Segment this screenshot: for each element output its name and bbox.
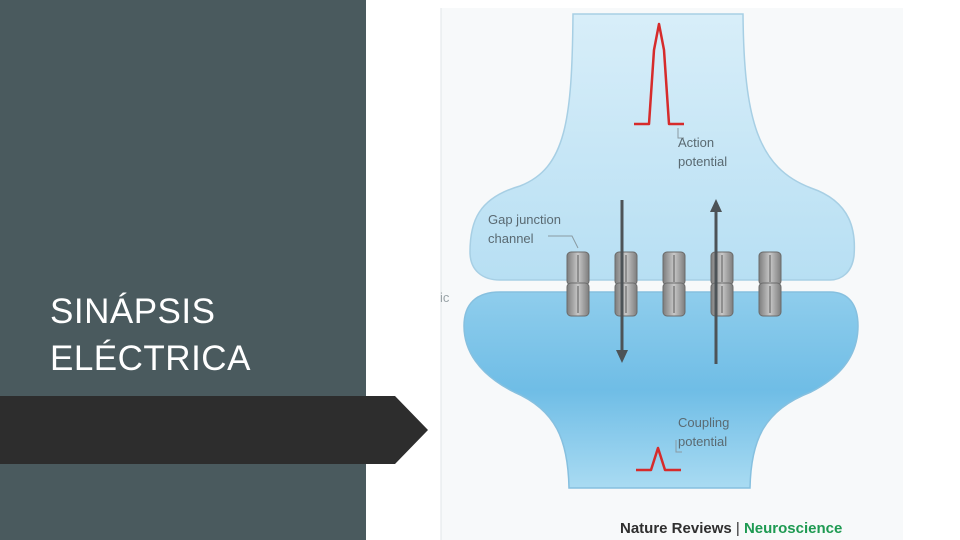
label-coupling-line-2: potential <box>678 434 727 449</box>
downward-current-arrow <box>616 200 628 363</box>
electrical-synapse-diagram: Action potential Gap junction channel Co… <box>440 8 903 540</box>
label-gap-line-1: Gap junction <box>488 212 561 227</box>
slide-title-line-2: ELÉCTRICA <box>50 339 251 378</box>
label-action-line-1: Action <box>678 135 714 150</box>
presynaptic-neuron <box>469 13 856 281</box>
credit-separator: | <box>732 520 744 537</box>
slide-title-line-1: SINÁPSIS <box>50 292 216 331</box>
label-action-line-2: potential <box>678 154 727 169</box>
accent-arrow-bar <box>0 396 428 464</box>
credit-journal: Nature Reviews <box>620 520 732 537</box>
figure-credit: Nature Reviews | Neuroscience <box>620 520 842 537</box>
cropped-text-fragment: ic <box>440 290 450 305</box>
slide-title: SINÁPSIS ELÉCTRICA <box>50 288 350 382</box>
gap-junction-channel <box>566 251 590 317</box>
credit-subject: Neuroscience <box>744 520 842 537</box>
gap-junction-channel <box>758 251 782 317</box>
gap-junction-channel <box>710 251 734 317</box>
gap-junction-channel <box>662 251 686 317</box>
action-potential-trace <box>634 22 684 126</box>
postsynaptic-neuron <box>463 291 859 489</box>
upward-current-arrow <box>710 199 722 364</box>
label-coupling-line-1: Coupling <box>678 415 729 430</box>
coupling-potential-trace <box>636 446 681 472</box>
label-gap-line-2: channel <box>488 231 534 246</box>
gap-junction-channel <box>614 251 638 317</box>
